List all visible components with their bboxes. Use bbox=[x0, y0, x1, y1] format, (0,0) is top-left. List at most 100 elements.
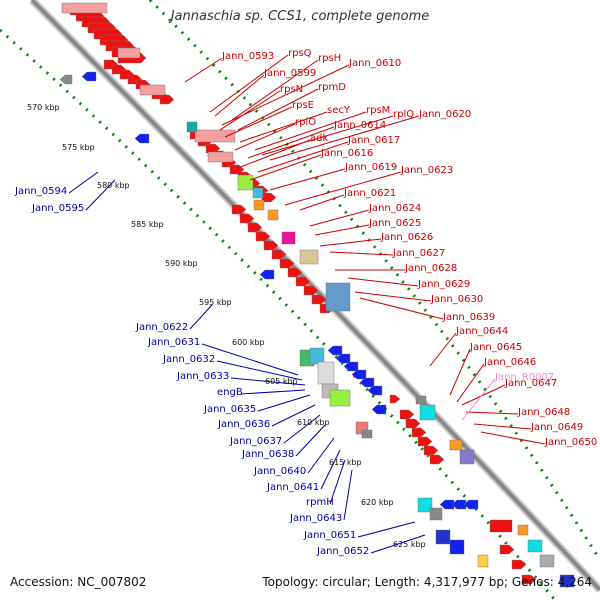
forward-gene-label: Jann_0626 bbox=[380, 232, 433, 243]
gene-feature bbox=[449, 439, 463, 451]
forward-gene-feature bbox=[405, 418, 421, 429]
label-leader-line bbox=[184, 57, 223, 83]
forward-gene-label: Jann_0628 bbox=[404, 263, 457, 274]
reverse-gene-feature bbox=[59, 74, 73, 85]
label-leader-line bbox=[224, 106, 293, 138]
reverse-gene-label: Jann_0633 bbox=[176, 371, 229, 382]
label-leader-line bbox=[230, 377, 306, 386]
label-leader-line bbox=[269, 168, 346, 191]
forward-gene-feature bbox=[311, 294, 327, 305]
label-leader-line bbox=[219, 90, 281, 131]
gene-feature bbox=[539, 554, 555, 568]
forward-gene-label: Jann_0619 bbox=[344, 162, 397, 173]
forward-gene-feature bbox=[521, 574, 537, 585]
label-leader-line bbox=[216, 360, 303, 381]
reverse-gene-label: Jann_0652 bbox=[316, 546, 369, 557]
forward-gene-feature bbox=[231, 204, 247, 215]
reverse-gene-feature bbox=[343, 361, 359, 372]
label-leader-line bbox=[480, 431, 546, 445]
label-leader-line bbox=[314, 224, 370, 236]
forward-gene-label: secY bbox=[327, 105, 351, 116]
reverse-gene-feature bbox=[451, 499, 467, 510]
pseudo-gene-feature bbox=[194, 129, 236, 143]
forward-gene-label: Jann_0599 bbox=[263, 68, 316, 79]
forward-gene-label: Jann_0629 bbox=[417, 279, 470, 290]
reverse-gene-label: Jann_0594 bbox=[14, 186, 67, 197]
gene-feature bbox=[527, 539, 543, 553]
label-leader-line bbox=[357, 521, 416, 538]
label-leader-line bbox=[320, 449, 341, 490]
gene-feature bbox=[299, 249, 319, 265]
gene-features bbox=[59, 2, 575, 588]
label-leader-line bbox=[429, 332, 457, 367]
reverse-gene-feature bbox=[259, 269, 275, 280]
label-leader-line bbox=[283, 414, 321, 444]
reverse-gene-feature bbox=[335, 353, 351, 364]
label-leader-line bbox=[319, 238, 382, 247]
label-leader-line bbox=[239, 111, 328, 143]
forward-gene-label: adk bbox=[310, 133, 328, 144]
gene-feature bbox=[237, 174, 254, 191]
forward-gene-label: Jann_0645 bbox=[469, 342, 522, 353]
forward-gene-feature bbox=[417, 436, 433, 447]
label-leader-line bbox=[461, 384, 506, 406]
label-leader-line bbox=[343, 469, 353, 521]
gene-feature bbox=[317, 361, 335, 385]
reverse-gene-feature bbox=[463, 499, 479, 510]
gene-feature bbox=[417, 497, 433, 513]
gene-feature bbox=[309, 347, 325, 365]
kbp-tick-label: 585 kbp bbox=[131, 220, 164, 229]
reverse-gene-label: Jann_0643 bbox=[289, 513, 342, 524]
forward-gene-label: rpsQ bbox=[288, 48, 312, 59]
reverse-gene-feature bbox=[134, 133, 150, 144]
forward-gene-label: Jann_0623 bbox=[400, 165, 453, 176]
label-leader-line bbox=[234, 123, 296, 151]
reverse-gene-label: Jann_0595 bbox=[31, 203, 84, 214]
label-leader-line bbox=[247, 126, 335, 159]
gene-feature bbox=[186, 121, 198, 133]
label-leader-line bbox=[359, 297, 444, 320]
reverse-gene-label: Jann_0651 bbox=[303, 530, 356, 541]
kbp-tick-label: 615 kbp bbox=[329, 458, 362, 467]
reverse-gene-label: Jann_0632 bbox=[162, 354, 215, 365]
label-leaders bbox=[68, 54, 546, 554]
reverse-gene-label: Jann_0637 bbox=[229, 436, 282, 447]
gene-feature bbox=[325, 282, 351, 312]
kbp-tick-label: 605 kbp bbox=[265, 377, 298, 386]
label-leader-line bbox=[68, 171, 99, 194]
reverse-gene-label: engB bbox=[217, 387, 243, 398]
reverse-gene-feature bbox=[327, 345, 343, 356]
gene-feature bbox=[429, 507, 443, 521]
forward-gene-label: Jann_0593 bbox=[221, 51, 274, 62]
label-leader-line bbox=[299, 194, 345, 211]
gene-feature bbox=[415, 395, 427, 405]
label-leader-line bbox=[309, 209, 370, 227]
gene-feature bbox=[435, 529, 451, 545]
reverse-gene-label: rpmH bbox=[306, 497, 334, 508]
forward-gene-label: Jann_0614 bbox=[333, 120, 386, 131]
forward-gene-label: rpmD bbox=[318, 82, 346, 93]
label-leader-line bbox=[295, 424, 326, 457]
label-leader-line bbox=[85, 179, 116, 211]
reverse-gene-feature bbox=[351, 369, 367, 380]
tick-track bbox=[148, 0, 600, 561]
forward-gene-feature bbox=[303, 285, 319, 296]
kbp-tick-label: 590 kbp bbox=[165, 259, 198, 268]
kbp-tick-label: 575 kbp bbox=[62, 143, 95, 152]
label-leader-line bbox=[449, 348, 471, 396]
gene-feature bbox=[517, 524, 529, 536]
label-leader-line bbox=[370, 534, 426, 554]
forward-gene-feature bbox=[429, 454, 445, 465]
kbp-tick-label: 610 kbp bbox=[297, 418, 330, 427]
forward-gene-label: rpsN bbox=[280, 84, 303, 95]
label-leader-line bbox=[473, 423, 532, 430]
forward-gene-label: Jann_0616 bbox=[320, 148, 373, 159]
forward-gene-feature bbox=[205, 143, 221, 154]
forward-gene-feature bbox=[399, 409, 415, 420]
gene-feature bbox=[489, 519, 513, 533]
label-leader-line bbox=[257, 394, 311, 412]
forward-gene-label: Jann_0649 bbox=[530, 422, 583, 433]
